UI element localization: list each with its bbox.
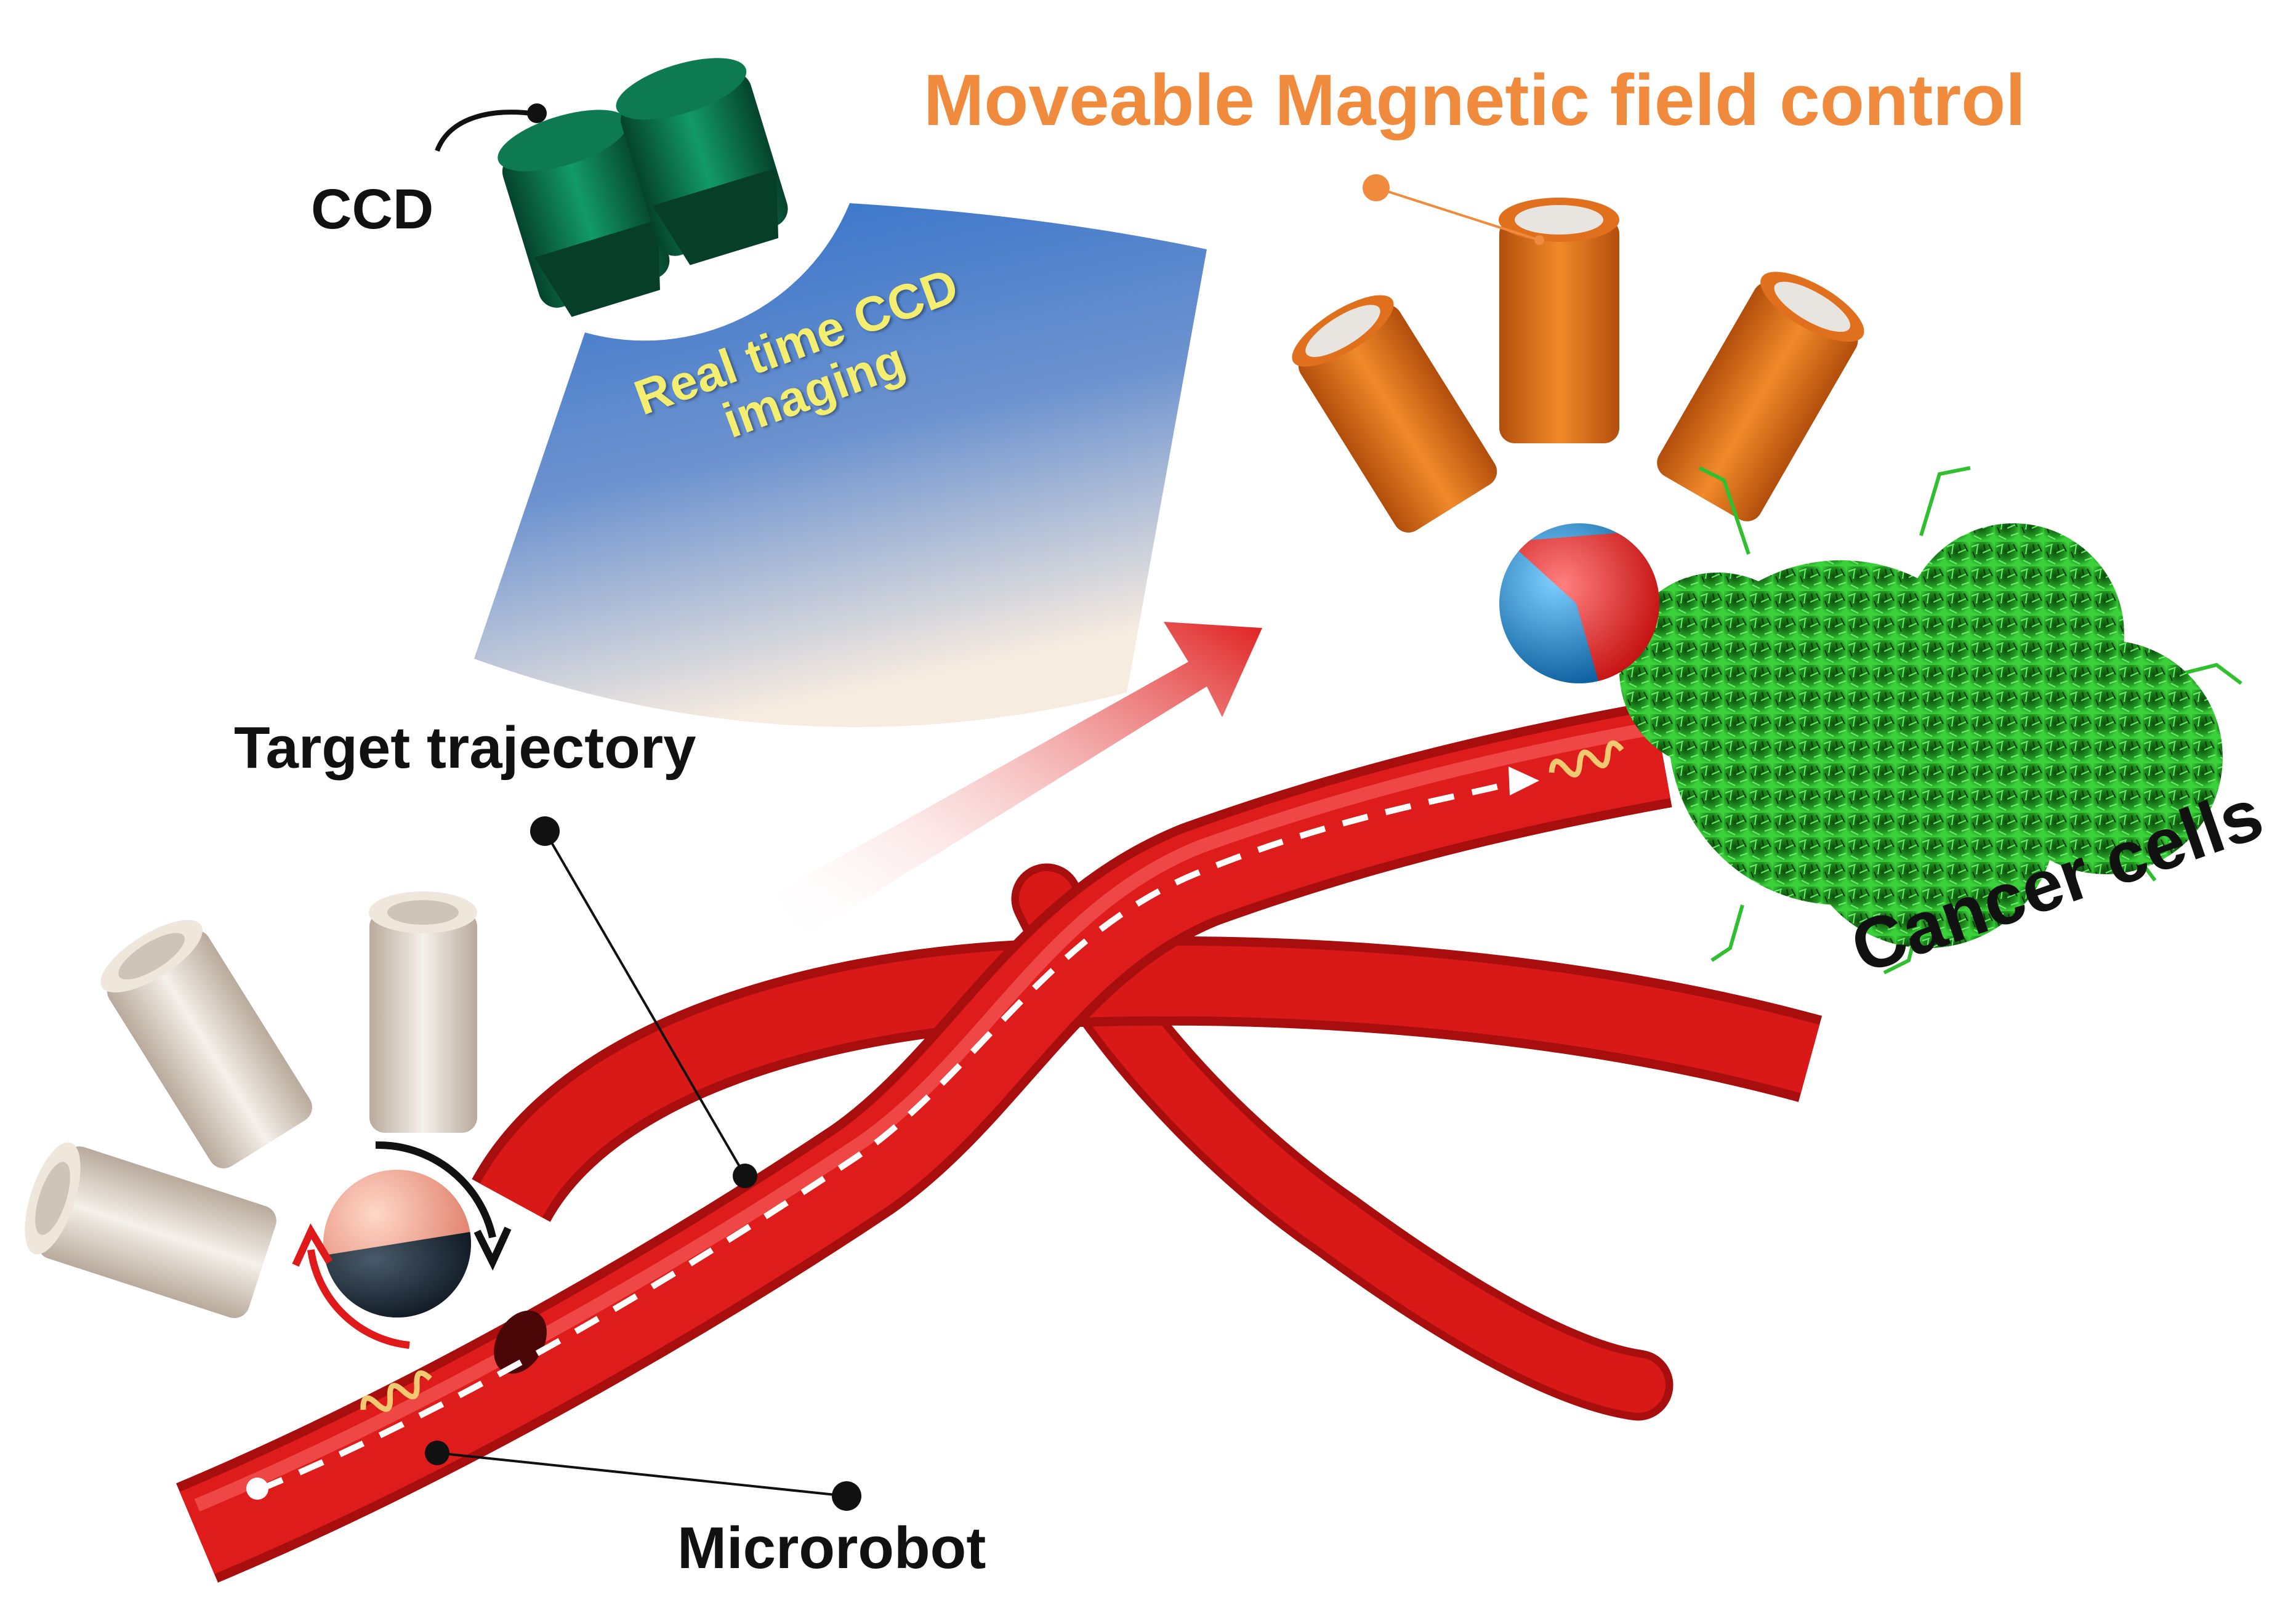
figure-title: Moveable Magnetic field control — [924, 60, 2026, 141]
targeted-microrobot-sphere-icon — [1499, 523, 1659, 683]
leader-lines — [437, 830, 847, 1497]
active-magnet-icon — [1657, 272, 1864, 521]
active-magnet-icon — [1499, 198, 1619, 443]
helical-microrobot-icon — [1549, 740, 1624, 778]
magnet-leader-line — [1363, 174, 1544, 245]
direction-arrow — [776, 622, 1262, 939]
inactive-magnet-icon — [100, 920, 312, 1169]
inactive-magnet-icon — [25, 1142, 276, 1319]
cancer-cells-icon — [1619, 466, 2242, 975]
ccd-cable-icon — [435, 103, 547, 152]
microrobot-label: Microrobot — [677, 1515, 986, 1581]
microrobot-sphere-icon — [323, 1170, 471, 1317]
helical-microrobot-icon — [360, 1370, 432, 1412]
blood-vessels — [176, 701, 1823, 1583]
ccd-label: CCD — [311, 178, 434, 241]
imaging-fan — [474, 203, 1207, 728]
target-trajectory-label: Target trajectory — [234, 715, 696, 781]
ccd-camera-icon — [497, 58, 788, 317]
inactive-magnet-icon — [369, 891, 477, 1133]
active-magnet-icon — [1292, 295, 1497, 533]
rotation-arrow-icon — [292, 1141, 512, 1349]
